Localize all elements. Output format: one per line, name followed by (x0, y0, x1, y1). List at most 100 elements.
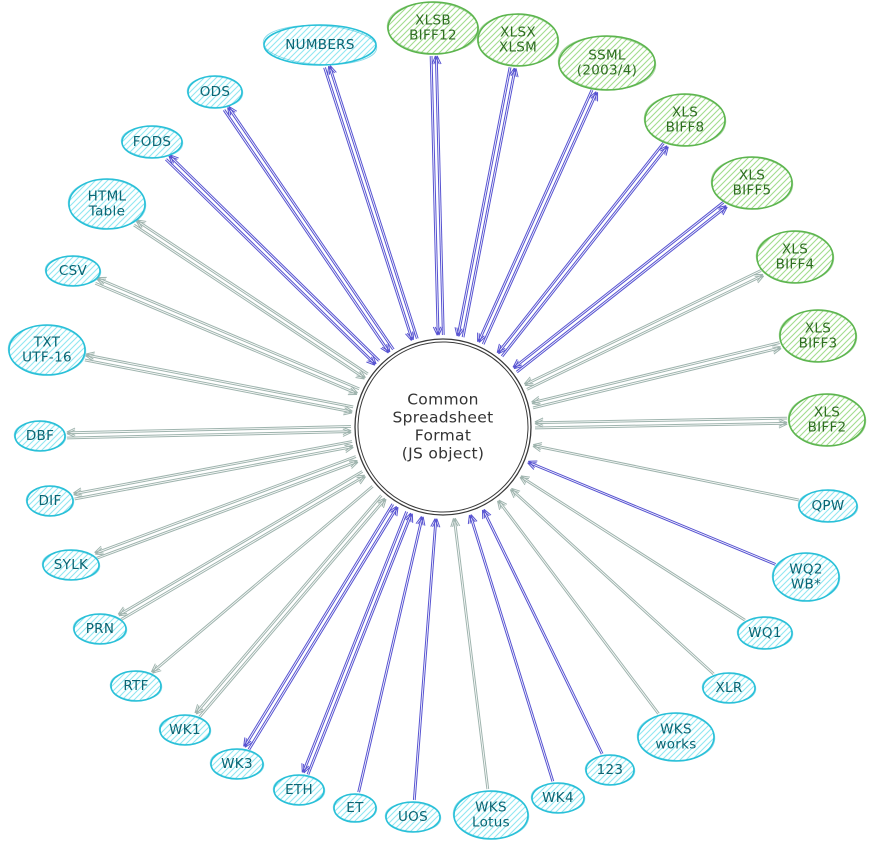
edge-wks-works (497, 499, 660, 715)
node-label: WK1 (169, 722, 201, 738)
edge-xls-biff3 (531, 341, 782, 410)
node-wk4: WK4 (530, 782, 586, 814)
node-label: CSV (59, 263, 88, 279)
node-label: DBF (26, 428, 54, 444)
edge-xls-biff5 (512, 201, 728, 374)
node-label: NUMBERS (285, 37, 354, 53)
edge-et (357, 516, 426, 793)
node-ssml-2003-4: SSML(2003/4) (557, 35, 657, 91)
edge-xls-biff2 (534, 416, 788, 430)
edge-txt-utf-16 (84, 351, 354, 416)
node-xlr: XLR (701, 672, 757, 704)
node-123: 123 (584, 754, 636, 786)
node-label: 123 (597, 762, 624, 778)
node-dif: DIF (25, 485, 75, 517)
node-label: SSML(2003/4) (577, 48, 637, 79)
node-rtf: RTF (109, 670, 163, 702)
node-label: WK3 (221, 756, 253, 772)
node-label: QPW (811, 498, 844, 514)
node-eth: ETH (272, 774, 326, 806)
edge-wk4 (467, 514, 555, 782)
node-prn: PRN (72, 613, 128, 645)
edge-prn (117, 470, 366, 621)
node-csv: CSV (44, 255, 102, 287)
node-wk1: WK1 (158, 714, 212, 746)
edge-dbf (66, 425, 352, 440)
edge-qpw (532, 442, 800, 502)
node-label: ODS (200, 84, 231, 100)
edge-xlsx-xlsm (454, 66, 519, 338)
node-wk3: WK3 (209, 748, 265, 780)
node-label: ETH (285, 782, 313, 798)
node-wq1: WQ1 (736, 616, 794, 650)
node-label: UOS (398, 809, 428, 825)
edge-xlr (509, 487, 715, 676)
edge-wq2-wb (527, 460, 776, 566)
edge-wq1 (519, 475, 746, 622)
node-et: ET (332, 793, 378, 823)
node-label: PRN (86, 621, 115, 637)
edge-numbers (323, 65, 419, 341)
edge-xls-biff8 (496, 142, 669, 358)
edge-ssml-2003-4 (477, 89, 599, 345)
edge-xlsb-biff12 (429, 55, 445, 336)
edge-wks-lotus (450, 517, 490, 790)
node-fods: FODS (120, 125, 184, 159)
edges-layer (66, 55, 800, 801)
edge-wk3 (243, 503, 399, 751)
edge-rtf (150, 485, 374, 674)
node-label: DIF (38, 493, 61, 509)
node-label: WK4 (542, 790, 574, 806)
edge-csv (94, 276, 360, 396)
node-label: SYLK (54, 557, 89, 573)
node-label: WQ1 (748, 625, 781, 641)
edge-wk1 (194, 494, 387, 718)
node-uos: UOS (384, 801, 442, 833)
node-label: XLR (715, 680, 742, 696)
edge-uos (412, 518, 441, 801)
node-label: FODS (133, 134, 172, 150)
edge-dif (73, 440, 354, 501)
edge-fods (164, 154, 381, 366)
node-label: RTF (123, 678, 148, 694)
node-ods: ODS (186, 75, 244, 109)
node-sylk: SYLK (41, 549, 101, 581)
edge-eth (301, 511, 414, 776)
node-qpw: QPW (797, 489, 859, 523)
node-dbf: DBF (13, 420, 67, 452)
edge-123 (481, 508, 604, 755)
edge-sylk (94, 455, 359, 560)
edge-ods (222, 106, 395, 354)
node-label: ET (346, 800, 364, 816)
edge-xls-biff4 (523, 269, 765, 391)
